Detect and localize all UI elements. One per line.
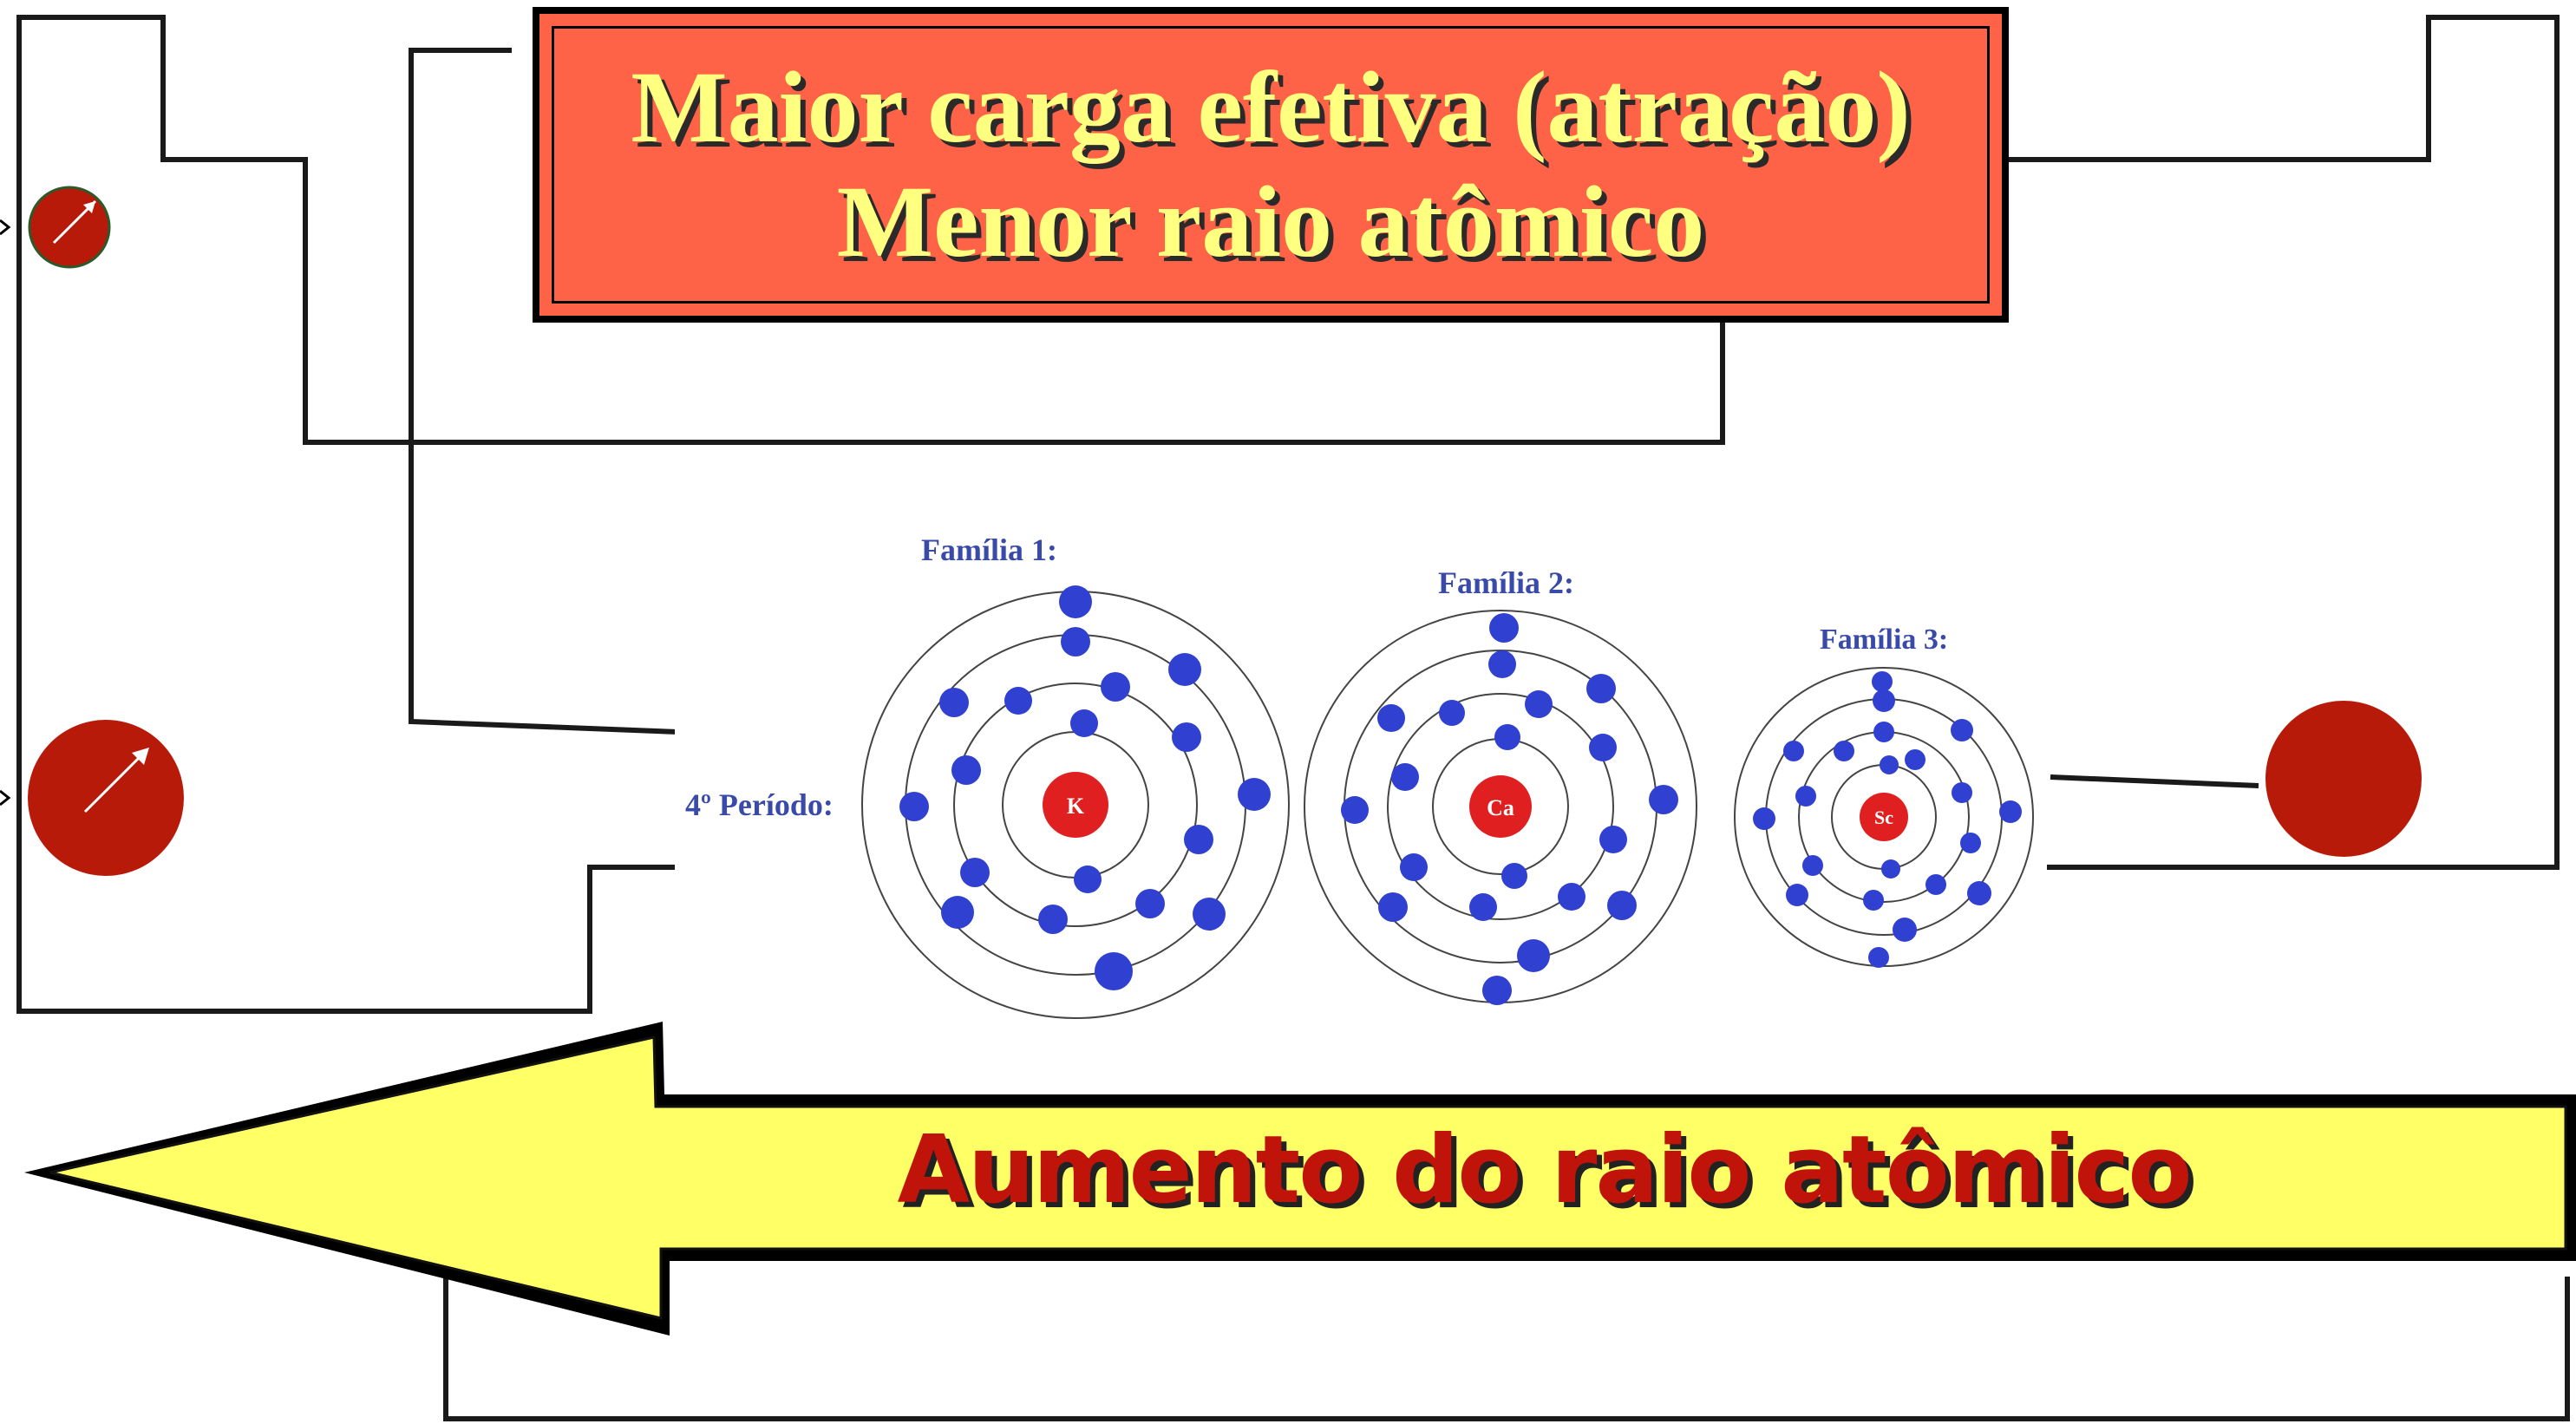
- nucleus-sc: [1860, 793, 1908, 841]
- atom-marker-small: [28, 186, 111, 269]
- nucleus-label-k: K: [1067, 794, 1085, 819]
- title-line-1: Maior carga efetiva (atração): [631, 50, 1911, 164]
- family-label-2: Família 2:: [1438, 565, 1574, 600]
- edge-tick-bottom: [0, 789, 11, 807]
- bracket-line: [409, 48, 679, 735]
- electrons-k: [899, 585, 1271, 990]
- periodic-table-outline: [16, 15, 2570, 1421]
- period-label: 4º Período:: [685, 787, 834, 822]
- nucleus-label-ca: Ca: [1487, 795, 1514, 820]
- nucleus-k: [1043, 772, 1108, 838]
- radius-increase-arrow: [24, 1022, 2576, 1336]
- arrow-label: Aumento do raio atômico: [897, 1116, 2192, 1225]
- edge-tick-top: [0, 219, 11, 236]
- title-line-2: Menor raio atômico: [836, 165, 1705, 278]
- electrons-sc: [1753, 671, 2022, 968]
- electrons-ca: [1341, 613, 1678, 1005]
- atom-marker-large: [28, 720, 184, 876]
- table-bottom-block-outline: [443, 1277, 2570, 1421]
- family-label-1: Família 1:: [921, 532, 1057, 567]
- atom-marker-right: [2265, 701, 2422, 857]
- table-left-block-outline: [16, 15, 2560, 1014]
- nucleus-label-sc: Sc: [1874, 807, 1893, 828]
- atom-diagram-panel: [675, 505, 2047, 1020]
- title-inner-frame: Maior carga efetiva (atração) Menor raio…: [552, 26, 1990, 304]
- family-label-3: Família 3:: [1820, 624, 1948, 656]
- nucleus-ca: [1469, 775, 1532, 838]
- title-box: Maior carga efetiva (atração) Menor raio…: [533, 7, 2009, 323]
- connector-line-right: [2050, 774, 2259, 788]
